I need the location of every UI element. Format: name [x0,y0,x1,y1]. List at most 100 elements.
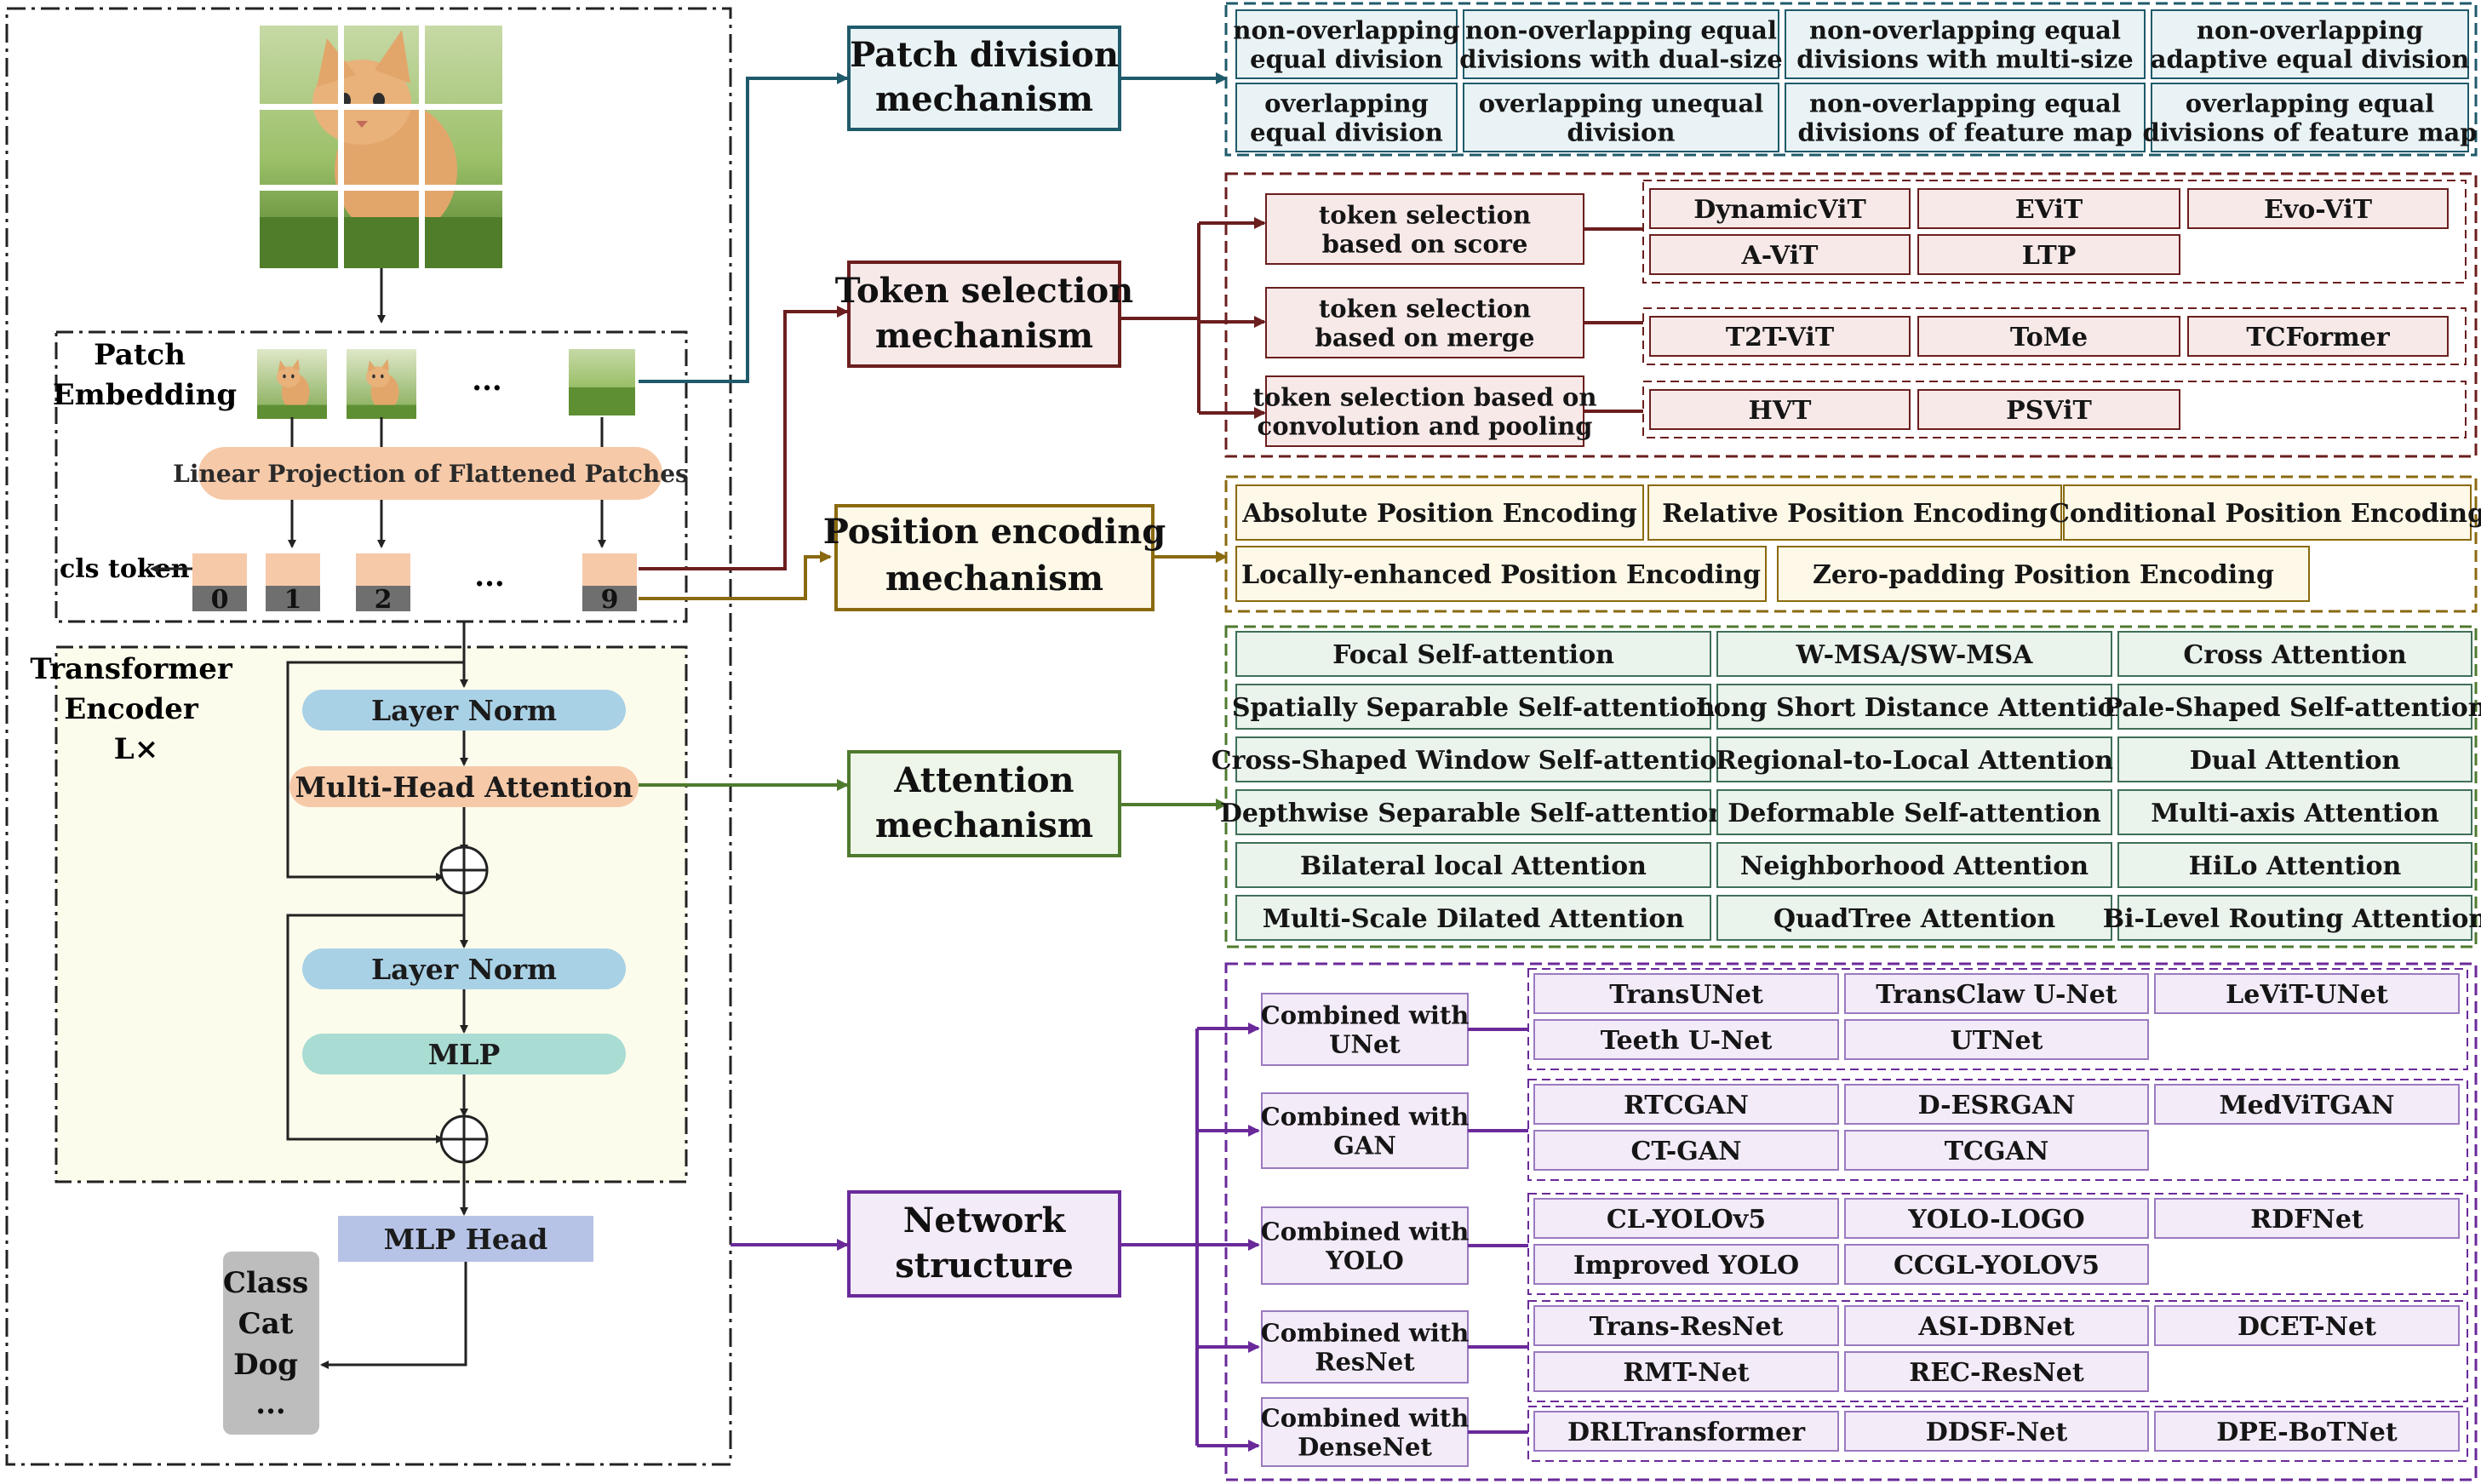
position-encoding-item: Absolute Position Encoding [1235,484,1644,541]
token-subgroup [1642,180,2467,284]
svg-text:0: 0 [211,585,229,615]
svg-text:UTNet: UTNet [1951,1026,2043,1056]
svg-text:Focal Self-attention: Focal Self-attention [1332,640,1614,670]
svg-text:ASI-DBNet: ASI-DBNet [1917,1312,2074,1342]
linear-projection-label: Linear Projection of Flattened Patches [173,460,689,488]
token-method: TCFormer [2187,316,2449,357]
svg-text:DDSF-Net: DDSF-Net [1926,1418,2068,1447]
multi-head-attention [289,766,639,807]
svg-text:YOLO-LOGO: YOLO-LOGO [1907,1205,2084,1235]
svg-text:QuadTree Attention: QuadTree Attention [1773,904,2056,934]
attention-item: Multi-Scale Dilated Attention [1235,895,1711,941]
svg-text:TransClaw U-Net: TransClaw U-Net [1876,980,2117,1010]
token-1: 1 [266,553,320,615]
token-2: 2 [356,553,410,615]
token-ellipsis: ... [474,559,505,593]
token-method: HVT [1649,389,1911,430]
svg-text:1: 1 [284,585,302,615]
svg-text:Cross Attention: Cross Attention [2183,640,2407,670]
svg-text:Depthwise Separable Self-atten: Depthwise Separable Self-attention [1220,799,1727,828]
svg-text:CCGL-YOLOV5: CCGL-YOLOV5 [1894,1251,2100,1281]
svg-text:CT-GAN: CT-GAN [1630,1137,1741,1166]
network-method: DPE-BoTNet [2154,1411,2460,1452]
svg-text:RDFNet: RDFNet [2250,1205,2364,1235]
network-subgroup [1527,968,2468,1070]
network-method: MedViTGAN [2154,1084,2460,1125]
svg-text:Cross-Shaped Window Self-atten: Cross-Shaped Window Self-attention [1212,746,1736,776]
network-method: ASI-DBNet [1844,1305,2149,1346]
residual-1 [286,661,464,881]
attention-item: Neighborhood Attention [1716,842,2112,888]
transformer-encoder-label: Transformer Encoder L× [30,652,242,766]
svg-text:Deformable Self-attention: Deformable Self-attention [1728,799,2101,828]
attention-item: Cross-Shaped Window Self-attention [1212,736,1736,782]
network-method: LeViT-UNet [2154,973,2460,1014]
token-0: 0 [192,553,247,615]
class-output-label: Class Cat Dog ... [223,1266,318,1421]
svg-text:DynamicViT: DynamicViT [1693,195,1866,225]
attention-item: Multi-axis Attention [2117,789,2472,835]
mlp-block [302,1034,626,1074]
position-encoding-group [1224,475,2478,613]
layer-norm-1 [302,690,626,731]
attention-item: Cross Attention [2117,631,2472,677]
head-to-output-arrow [320,1262,467,1369]
svg-text:Zero-padding Position Encoding: Zero-padding Position Encoding [1813,560,2274,590]
svg-text:Evo-ViT: Evo-ViT [2264,195,2373,225]
connector-position [639,551,832,600]
attention-item: Spatially Separable Self-attention [1232,684,1715,730]
network-method: RMT-Net [1533,1351,1839,1392]
svg-text:Improved YOLO: Improved YOLO [1573,1251,1799,1281]
token-method: T2T-ViT [1649,316,1911,357]
svg-text:Bilateral local Attention: Bilateral local Attention [1300,851,1647,881]
svg-text:Conditional Position Encoding: Conditional Position Encoding [2049,499,2481,529]
add-node-2 [439,1114,489,1164]
attention-item: Dual Attention [2117,736,2472,782]
svg-text:Relative Position Encoding: Relative Position Encoding [1662,499,2048,529]
connector-patch [639,72,849,383]
attention-item: Regional-to-Local Attention [1716,736,2113,782]
network-method: CCGL-YOLOV5 [1844,1244,2149,1285]
svg-text:D-ESRGAN: D-ESRGAN [1918,1091,2076,1120]
class-output-box [223,1252,319,1435]
network-method: TransClaw U-Net [1844,973,2149,1014]
svg-text:W-MSA/SW-MSA: W-MSA/SW-MSA [1796,640,2034,670]
attention-item: Depthwise Separable Self-attention [1220,789,1727,835]
multi-head-attention-label: Multi-Head Attention [295,771,633,804]
svg-text:TCFormer: TCFormer [2246,323,2391,352]
svg-text:Pale-Shaped Self-attention: Pale-Shaped Self-attention [2103,693,2481,723]
patch-thumbnails [257,349,635,419]
network-method: DRLTransformer [1533,1411,1839,1452]
token-subgroup [1642,381,2467,438]
token-method: LTP [1917,234,2180,275]
attention-item: Bilateral local Attention [1235,842,1711,888]
position-encoding-item: Relative Position Encoding [1647,484,2062,541]
layer-norm-1-label: Layer Norm [371,694,557,727]
token-method: A-ViT [1649,234,1911,275]
position-encoding-item: Locally-enhanced Position Encoding [1235,546,1767,602]
layer-norm-2 [302,948,626,989]
svg-text:RTCGAN: RTCGAN [1624,1091,1749,1120]
